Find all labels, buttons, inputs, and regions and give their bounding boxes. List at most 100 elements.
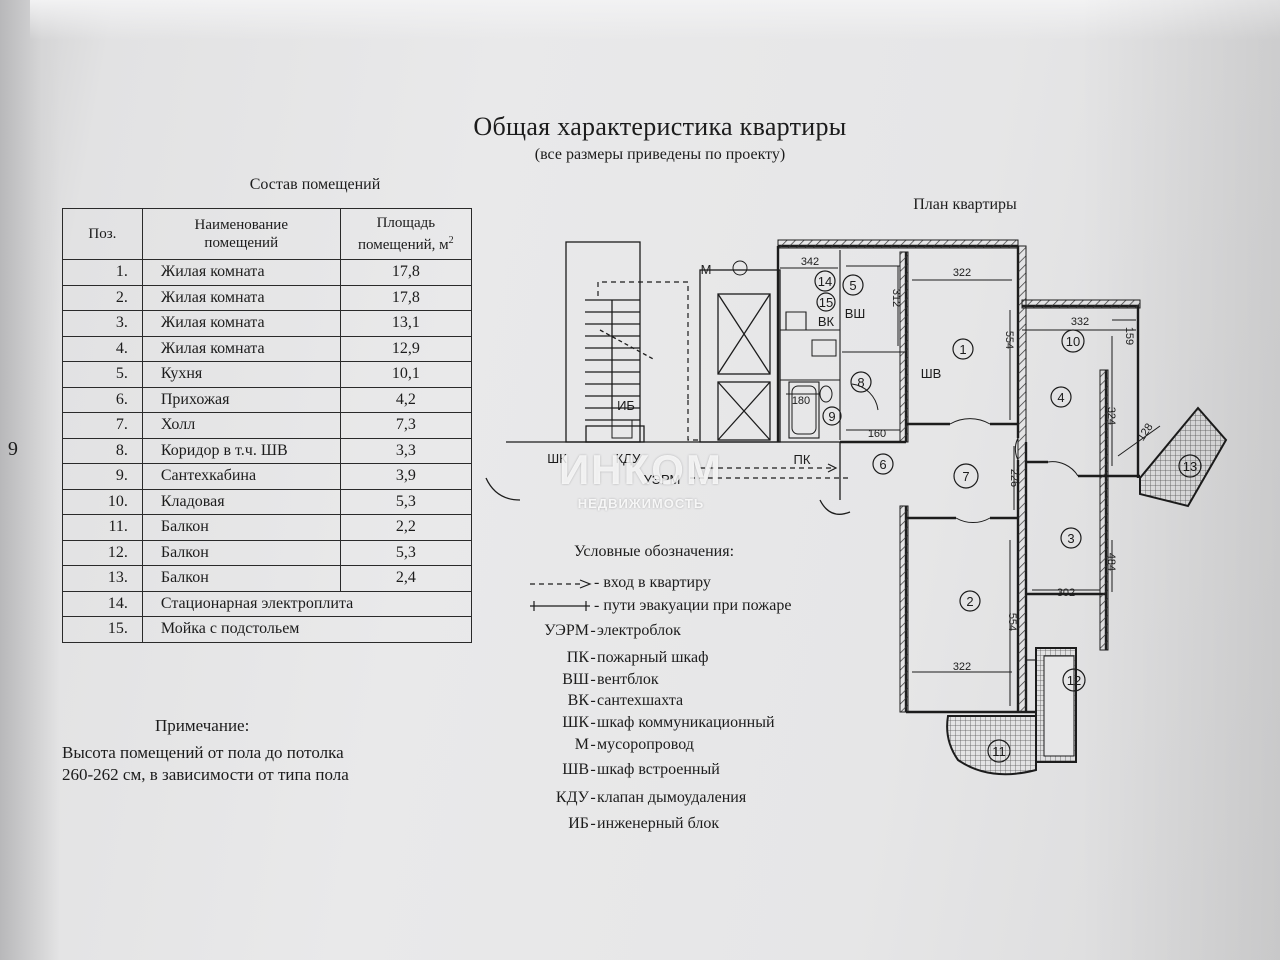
legend-item-text: шкаф коммуникационный (597, 714, 775, 731)
legend-item: ПК-пожарный шкаф (494, 649, 709, 667)
dim-room3-depth: 484 (1105, 553, 1117, 571)
row-area: 12,9 (339, 335, 473, 362)
room-6-label: 6 (879, 457, 886, 472)
row-name: Жилая комната (141, 259, 341, 286)
row-pos: 11. (62, 514, 143, 541)
table-row: 15.Мойка с подстольем (62, 616, 473, 643)
legend-item-abbr: УЭРМ (544, 622, 589, 639)
item-14-label: 14 (818, 274, 832, 289)
elevators (699, 269, 781, 443)
rooms-table-caption: Состав помещений (249, 176, 381, 193)
legend-item-separator: - (590, 815, 596, 832)
legend-item-abbr: ШВ (562, 761, 589, 778)
legend-item-text: шкаф встроенный (597, 761, 720, 778)
legend-item-separator: - (590, 714, 596, 731)
header-area-sup: 2 (448, 235, 454, 246)
row-name: Мойка с подстольем (141, 616, 473, 643)
legend-item: КДУ-клапан дымоудаления (494, 789, 746, 807)
page-shadow (1080, 0, 1280, 960)
dim-room4-depth: 324 (1105, 407, 1117, 425)
legend-item-separator: - (590, 649, 596, 666)
plan-label-shk: ШК (547, 451, 567, 466)
room-number-labels: 1 2 3 4 5 6 7 8 9 10 11 12 13 14 15 (818, 274, 1197, 759)
table-row: 14.Стационарная электроплита (62, 590, 473, 617)
note-title: Примечание: (155, 716, 250, 735)
document-subtitle: (все размеры приведены по проекту) (534, 146, 786, 163)
page-top-edge (30, 0, 1280, 40)
legend-item-text: пожарный шкаф (597, 649, 709, 666)
legend-item: - пути эвакуации при пожаре (594, 597, 791, 615)
room-8-label: 8 (857, 375, 864, 390)
dim-kitchen-depth: 312 (890, 289, 902, 307)
legend-item: ВК-сантехшахта (494, 692, 684, 710)
legend-item-text: электроблок (597, 622, 681, 639)
rooms-table-header: Поз. Наименование помещений Площадь поме… (62, 208, 473, 260)
header-area-line2: помещений, м (357, 237, 449, 253)
plan-label-vsh: ВШ (845, 306, 866, 321)
legend-item-text: вентблок (597, 671, 659, 688)
legend-item: - вход в квартиру (594, 574, 711, 592)
document-title: Общая характеристика квартиры (473, 112, 847, 141)
dim-room1-depth: 554 (1003, 331, 1015, 349)
dimension-lines (780, 265, 1161, 706)
room-7-label: 7 (962, 469, 969, 484)
dimension-labels: 342 322 312 554 332 159 324 128 180 160 … (792, 256, 1156, 673)
entry-arrow (700, 463, 838, 473)
row-area: 13,1 (339, 310, 473, 337)
legend-item-abbr: КДУ (555, 789, 589, 806)
row-pos: 14. (62, 590, 143, 617)
legend-item-abbr: М (574, 736, 589, 753)
room-number-circles (814, 270, 1202, 763)
legend-item-abbr: ИБ (568, 815, 589, 832)
book-binding (0, 0, 60, 960)
header-name: Наименование помещений (141, 208, 341, 260)
dim-hall-width: 226 (1008, 469, 1020, 487)
storage-balcony-hatch (777, 239, 1141, 713)
room-4-label: 4 (1057, 390, 1064, 405)
legend-item-separator: - (590, 736, 596, 753)
legend-item-separator: - (590, 692, 596, 709)
row-area: 10,1 (339, 361, 473, 388)
dim-corridor-width: 160 (868, 428, 886, 440)
room-partitions (780, 250, 1136, 661)
row-area: 5,3 (339, 488, 473, 515)
legend-item-separator: - (590, 761, 596, 778)
legend-item-text: - вход в квартиру (594, 574, 711, 591)
row-area: 17,8 (339, 284, 473, 311)
room-11-label: 11 (992, 744, 1006, 759)
row-name: Балкон (141, 514, 341, 541)
plan-label-shv: ШВ (921, 366, 942, 381)
legend-item-separator: - (590, 671, 596, 688)
header-area: Площадь помещений, м2 (339, 208, 473, 260)
room-13-label: 13 (1183, 459, 1197, 474)
legend-item-text: инженерный блок (597, 815, 720, 832)
balcony-11 (946, 715, 1037, 776)
door-swings (851, 383, 1079, 524)
row-area: 17,8 (339, 259, 473, 286)
row-name: Холл (141, 412, 341, 439)
legend-item-abbr: ПК (566, 649, 589, 666)
header-pos: Поз. (62, 208, 143, 260)
dim-room2-depth: 554 (1006, 613, 1018, 631)
header-name-line2: помещений (204, 235, 279, 251)
note-line1: Высота помещений от пола до потолка (62, 743, 344, 762)
legend-item-text: мусоропровод (597, 736, 694, 753)
plan-label-uerm: УЭРМ (644, 472, 681, 487)
legend-title: Условные обозначения: (574, 543, 735, 560)
row-pos: 15. (62, 616, 143, 643)
dim-room1-width: 322 (953, 267, 971, 279)
stairwell (565, 241, 656, 443)
legend-item: УЭРМ-электроблок (494, 622, 681, 640)
room-9-label: 9 (828, 409, 835, 424)
